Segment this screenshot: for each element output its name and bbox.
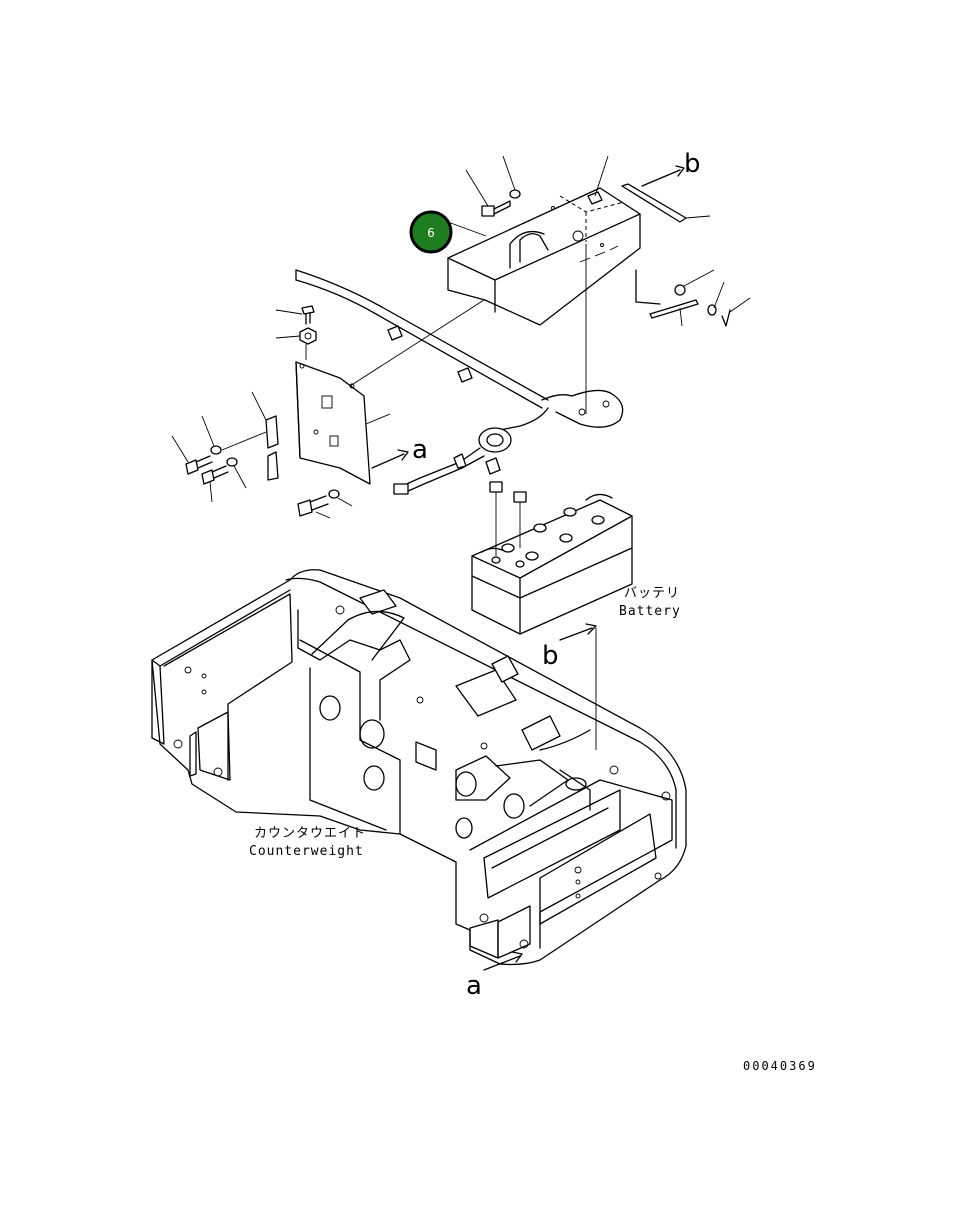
counterweight — [151, 569, 687, 966]
view-label-b-top: b — [684, 149, 701, 179]
plate-top-right — [621, 165, 711, 223]
callout-number: 6 — [427, 226, 435, 240]
battery-cover — [447, 187, 641, 326]
battery — [471, 481, 633, 635]
drawing-number: 00040369 — [743, 1059, 817, 1073]
mount-bracket — [295, 361, 409, 485]
clip-left — [171, 391, 279, 503]
view-label-a-bottom: a — [466, 971, 482, 1001]
battery-cable — [295, 269, 624, 495]
bolt-nut-left — [275, 305, 317, 360]
rod-right — [635, 269, 751, 327]
bolt-lower — [297, 489, 353, 519]
bolt-top — [465, 155, 521, 217]
battery-label-en: Battery — [619, 604, 681, 619]
counterweight-label-en: Counterweight — [249, 844, 364, 859]
view-arrow-a-bottom — [483, 951, 523, 971]
view-arrow-b-mid — [559, 623, 597, 750]
view-label-b-mid: b — [542, 641, 559, 671]
view-label-a-mid: a — [412, 435, 428, 465]
cover-clip — [587, 155, 609, 205]
callout-circle[interactable] — [409, 210, 453, 254]
callout-badge[interactable]: 6 — [409, 210, 487, 254]
leader-lines — [349, 244, 587, 414]
battery-label-jp: バッテリ — [624, 586, 680, 601]
counterweight-label-jp: カウンタウエイト — [254, 826, 366, 841]
